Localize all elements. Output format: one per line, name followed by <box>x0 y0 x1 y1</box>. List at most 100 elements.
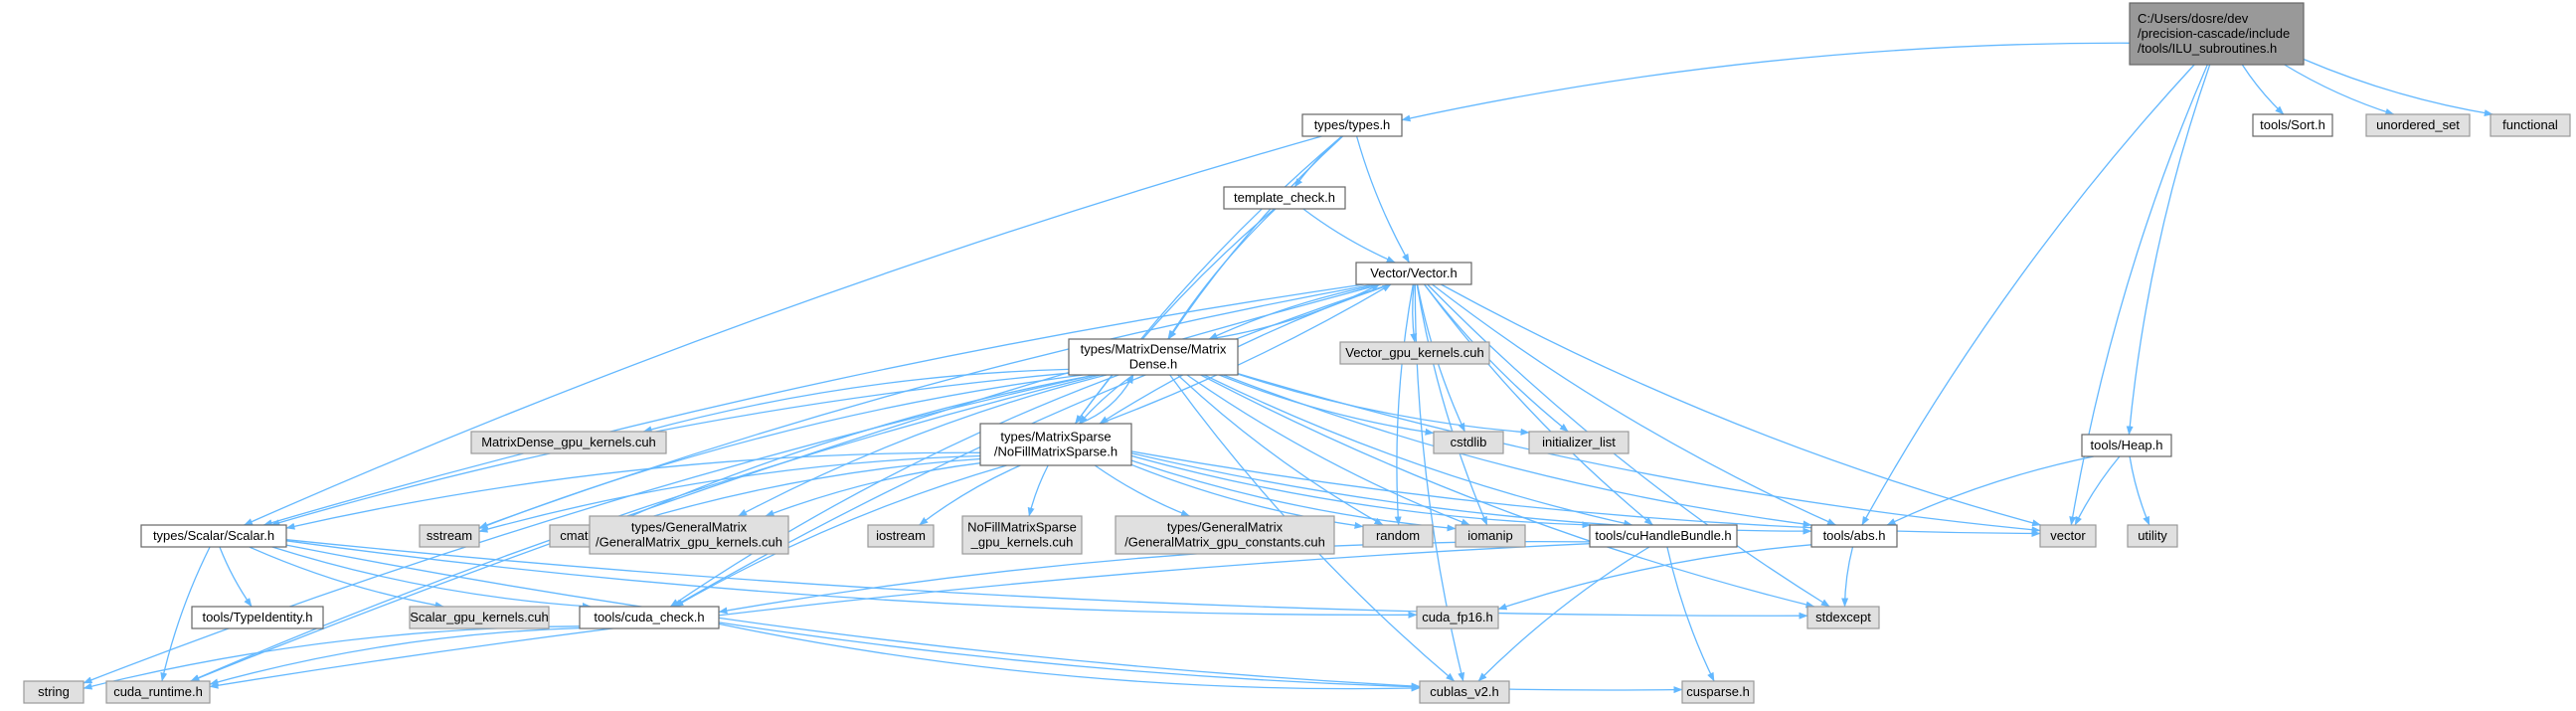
node-unordered-set: unordered_set <box>2365 113 2471 137</box>
node-sparse[interactable]: types/MatrixSparse/NoFillMatrixSparse.h <box>979 423 1132 466</box>
edge-template_check-to-dense <box>1167 208 1277 340</box>
node-box <box>1416 606 1499 629</box>
node-box <box>2490 113 2571 137</box>
edge-dense-to-scalar <box>270 372 1070 526</box>
edge-vector_h-to-iomanip <box>1416 283 1488 526</box>
node-utility: utility <box>2127 524 2178 548</box>
node-cuhandle[interactable]: tools/cuHandleBundle.h <box>1589 524 1738 548</box>
node-box <box>979 423 1132 466</box>
edge-vector_h-to-sparse <box>1099 283 1392 425</box>
node-label: template_check.h <box>1234 190 1335 205</box>
edge-dense-to-gm_kernels <box>738 374 1108 517</box>
node-box <box>1115 515 1335 555</box>
node-template-check[interactable]: template_check.h <box>1223 186 1346 210</box>
node-cuda-runtime: cuda_runtime.h <box>105 680 211 704</box>
edge-cuhandle-to-cuda_runtime <box>209 543 1591 689</box>
node-cuda-check[interactable]: tools/cuda_check.h <box>579 606 720 629</box>
node-box <box>1806 606 1880 629</box>
node-label: tools/Heap.h <box>2091 438 2163 452</box>
node-vector-h[interactable]: Vector/Vector.h <box>1355 262 1472 285</box>
edge-ilu-to-sort <box>2241 64 2285 115</box>
node-vector-gpu: Vector_gpu_kernels.cuh <box>1339 341 1490 365</box>
node-label: random <box>1376 528 1420 543</box>
node-dense[interactable]: types/MatrixDense/MatrixDense.h <box>1068 338 1239 376</box>
edge-vector_h-to-cuhandle <box>1423 283 1653 526</box>
node-cusparse: cusparse.h <box>1681 680 1755 704</box>
node-label: cuda_fp16.h <box>1422 610 1493 624</box>
edge-cuda_check-to-string <box>83 625 581 690</box>
edge-vector_h-to-stdexcept <box>1427 283 1830 608</box>
node-stdexcept: stdexcept <box>1806 606 1880 629</box>
node-vector-sys: vector <box>2039 524 2097 548</box>
node-ilu[interactable]: C:/Users/dosre/dev/precision-cascade/inc… <box>2129 2 2305 66</box>
node-gm-kernels: types/GeneralMatrix/GeneralMatrix_gpu_ke… <box>589 515 789 555</box>
edge-abs-to-cuda_fp16 <box>1497 544 1812 611</box>
node-box <box>579 606 720 629</box>
edge-dense-to-stdexcept <box>1200 374 1815 609</box>
edge-vector_h-to-random <box>1394 283 1414 526</box>
node-box <box>470 431 667 454</box>
edge-sparse-to-vector_h <box>1099 283 1392 425</box>
edge-scalar-to-cuda_fp16 <box>285 540 1418 619</box>
edge-sparse-to-cuda_check <box>674 464 1007 608</box>
edge-ilu-to-vector_sys <box>2069 64 2208 526</box>
node-types[interactable]: types/types.h <box>1301 113 1403 137</box>
node-box <box>140 524 287 548</box>
node-abs[interactable]: tools/abs.h <box>1810 524 1898 548</box>
node-scalar[interactable]: types/Scalar/Scalar.h <box>140 524 287 548</box>
node-box <box>23 680 85 704</box>
edge-dense-to-sstream <box>478 374 1084 530</box>
node-box <box>1419 680 1510 704</box>
edge-sparse-to-iomanip <box>1130 459 1457 532</box>
edge-dense-to-cuda_check <box>669 374 1119 608</box>
edge-dense-to-cstdlib <box>1219 374 1435 436</box>
edge-dense-to-abs <box>1223 374 1812 528</box>
node-box <box>1301 113 1403 137</box>
node-heap[interactable]: tools/Heap.h <box>2081 434 2172 457</box>
edge-dense-to-vector_h <box>1208 283 1381 340</box>
node-box <box>1528 431 1630 454</box>
node-box <box>191 606 324 629</box>
edge-scalar-to-stdexcept <box>285 539 1808 620</box>
node-box <box>1355 262 1472 285</box>
edge-sparse-to-nofill_gpu <box>1027 464 1049 517</box>
node-label: functional <box>2502 117 2558 132</box>
node-box <box>1068 338 1239 376</box>
node-nofill-gpu: NoFillMatrixSparse_gpu_kernels.cuh <box>961 515 1083 555</box>
node-box <box>2039 524 2097 548</box>
edge-vector_h-to-initializer_list <box>1424 283 1569 433</box>
node-box <box>1810 524 1898 548</box>
node-sstream: sstream <box>419 524 480 548</box>
node-label: sstream <box>427 528 472 543</box>
node-sort[interactable]: tools/Sort.h <box>2252 113 2333 137</box>
edge-sparse-to-cuhandle <box>1130 454 1592 529</box>
edge-sparse-to-gm_constants <box>1094 464 1190 517</box>
node-label: tools/cuda_check.h <box>594 610 704 624</box>
node-random: random <box>1362 524 1434 548</box>
node-label: MatrixDense_gpu_kernels.cuh <box>481 435 656 449</box>
edge-cuhandle-to-cublas <box>1477 546 1650 682</box>
edge-types-to-sparse <box>1074 135 1343 425</box>
node-label: vector <box>2050 528 2086 543</box>
node-label: types/GeneralMatrix <box>631 520 748 535</box>
node-typeidentity[interactable]: tools/TypeIdentity.h <box>191 606 324 629</box>
edge-heap-to-utility <box>2129 455 2150 526</box>
node-box <box>105 680 211 704</box>
node-label: stdexcept <box>1815 610 1871 624</box>
edge-scalar-to-cublas <box>285 544 1421 690</box>
dependency-edges <box>83 42 2493 694</box>
node-label: /tools/ILU_subroutines.h <box>2138 41 2277 56</box>
node-box <box>1433 431 1504 454</box>
file-nodes: C:/Users/dosre/dev/precision-cascade/inc… <box>23 2 2571 704</box>
node-label: Scalar_gpu_kernels.cuh <box>410 610 548 624</box>
node-box <box>2127 524 2178 548</box>
node-cublas: cublas_v2.h <box>1419 680 1510 704</box>
node-box <box>1681 680 1755 704</box>
edge-sparse-to-scalar <box>285 451 981 530</box>
node-label: types/GeneralMatrix <box>1167 520 1284 535</box>
edge-dense-to-cmath <box>604 374 1097 528</box>
edge-cuda_check-to-cuda_runtime <box>209 626 581 686</box>
node-label: /NoFillMatrixSparse.h <box>994 444 1117 459</box>
node-label: cublas_v2.h <box>1430 684 1498 699</box>
edge-sparse-to-dense <box>1079 374 1134 425</box>
